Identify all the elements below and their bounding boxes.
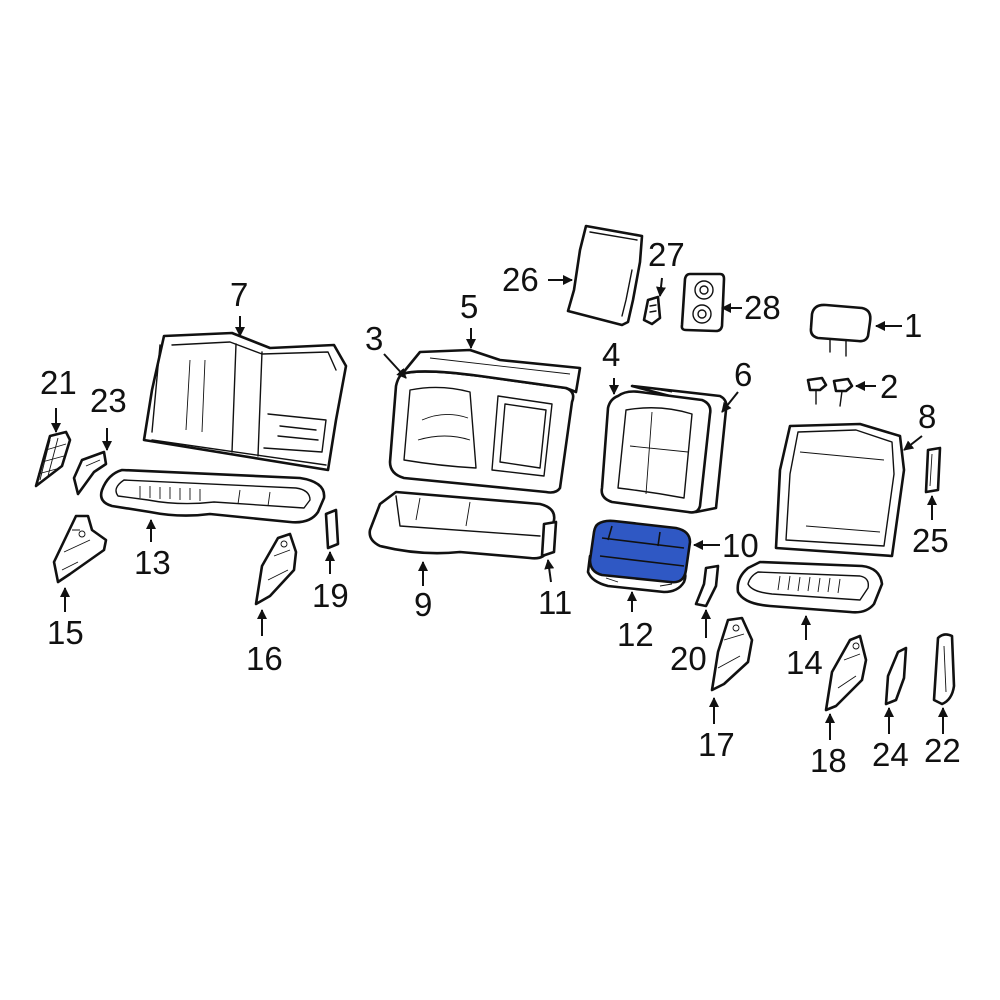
callout-16: 16: [246, 640, 283, 677]
callout-28: 28: [744, 289, 781, 326]
part-24-bracket[interactable]: [884, 646, 908, 706]
part-7-left-seatback-frame[interactable]: [142, 331, 348, 472]
part-13-left-cushion-frame[interactable]: [99, 468, 326, 524]
part-20-bracket[interactable]: [694, 564, 720, 608]
callout-27: 27: [648, 236, 685, 273]
part-19-trim[interactable]: [324, 508, 340, 550]
part-27-clip[interactable]: [642, 295, 662, 326]
callout-19: 19: [312, 577, 349, 614]
callout-1: 1: [904, 307, 922, 344]
part-14-right-cushion-frame[interactable]: [736, 560, 884, 614]
callout-3: 3: [365, 320, 383, 357]
callout-14: 14: [786, 644, 823, 681]
part-23-bracket[interactable]: [72, 450, 108, 496]
callout-6: 6: [734, 356, 752, 393]
callout-20: 20: [670, 640, 707, 677]
callout-2: 2: [880, 368, 898, 405]
callout-labels: 1 2 3 4 5 6 7 8 9 10 11 12 13 14 15 16 1…: [40, 236, 961, 779]
part-26-back-panel[interactable]: [566, 224, 644, 327]
part-22-side-trim[interactable]: [932, 633, 956, 706]
callout-12: 12: [617, 616, 654, 653]
part-11-clip[interactable]: [540, 520, 558, 558]
callout-5: 5: [460, 288, 478, 325]
part-15-hinge-bracket[interactable]: [52, 514, 108, 584]
part-10-seat-cushion-pad[interactable]: [588, 519, 692, 584]
callout-7: 7: [230, 276, 248, 313]
callout-26: 26: [502, 261, 539, 298]
callout-8: 8: [918, 398, 936, 435]
part-2-bolts[interactable]: [806, 376, 854, 407]
callout-22: 22: [924, 732, 961, 769]
part-9-center-seat-cushion[interactable]: [368, 490, 556, 560]
part-1-headrest[interactable]: [809, 303, 872, 357]
part-28-cup-holder[interactable]: [680, 272, 726, 333]
callout-15: 15: [47, 614, 84, 651]
part-17-hinge-bracket[interactable]: [710, 616, 754, 692]
callout-24: 24: [872, 736, 909, 773]
part-18-hinge-bracket[interactable]: [824, 634, 868, 712]
part-16-hinge-bracket[interactable]: [254, 532, 298, 606]
callout-9: 9: [414, 586, 432, 623]
part-21-mesh-panel[interactable]: [34, 430, 72, 488]
callout-23: 23: [90, 382, 127, 419]
callout-17: 17: [698, 726, 735, 763]
part-4-seatback-cushion[interactable]: [600, 390, 712, 514]
callout-4: 4: [602, 336, 620, 373]
part-3-center-seatback-cushion[interactable]: [388, 370, 575, 494]
part-25-trim-strip[interactable]: [924, 446, 942, 494]
callout-13: 13: [134, 544, 171, 581]
callout-10: 10: [722, 527, 759, 564]
callout-25: 25: [912, 522, 949, 559]
leader-arrows: [51, 275, 948, 740]
part-8-right-seatback-frame[interactable]: [774, 422, 906, 558]
callout-18: 18: [810, 742, 847, 779]
callout-21: 21: [40, 364, 77, 401]
callout-11: 11: [538, 584, 572, 621]
